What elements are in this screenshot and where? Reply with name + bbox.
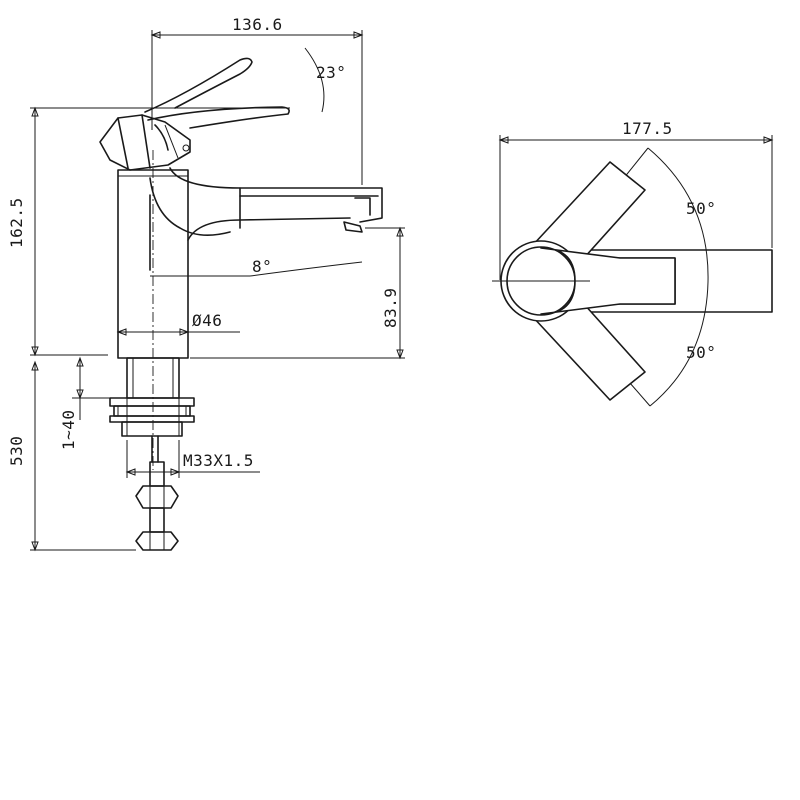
swing-upper-label: 50° <box>686 199 716 218</box>
spout-angle-label: 8° <box>252 257 272 276</box>
spout-height-label: 83.9 <box>381 287 400 328</box>
counter-thickness-label: 1~40 <box>59 409 78 450</box>
side-view: 136.6 23° 162.5 <box>7 15 405 552</box>
dimension-spout-height: 83.9 <box>190 226 405 360</box>
overall-width-label: 136.6 <box>232 15 283 34</box>
lever-handle <box>144 57 290 151</box>
dimension-spout-angle: 8° <box>150 257 363 277</box>
cartridge-housing <box>99 114 191 171</box>
supply-hose <box>135 435 179 551</box>
dimension-overall-width: 136.6 <box>150 15 364 185</box>
hose-length-label: 530 <box>7 436 26 466</box>
swing-lower-label: 50° <box>686 343 716 362</box>
dimension-base-diameter: Ø46 <box>116 311 240 336</box>
spout <box>169 167 383 241</box>
dimension-body-height: 162.5 <box>7 106 290 357</box>
thread-label: M33X1.5 <box>183 451 254 470</box>
mounting-nut <box>109 397 195 437</box>
top-width-label: 177.5 <box>622 119 673 138</box>
dimension-lever-angle: 23° <box>304 47 346 113</box>
lever-angle-label: 23° <box>316 63 346 82</box>
body-top <box>492 240 676 322</box>
top-view: 177.5 50° 50° <box>492 119 774 407</box>
body-height-label: 162.5 <box>7 197 26 248</box>
base-diameter-label: Ø46 <box>192 311 222 330</box>
dimension-thread: M33X1.5 <box>125 440 260 478</box>
dimension-hose-length: 530 <box>7 360 136 552</box>
dimension-top-width: 177.5 <box>498 119 774 280</box>
dimension-counter-thickness: 1~40 <box>59 356 110 450</box>
